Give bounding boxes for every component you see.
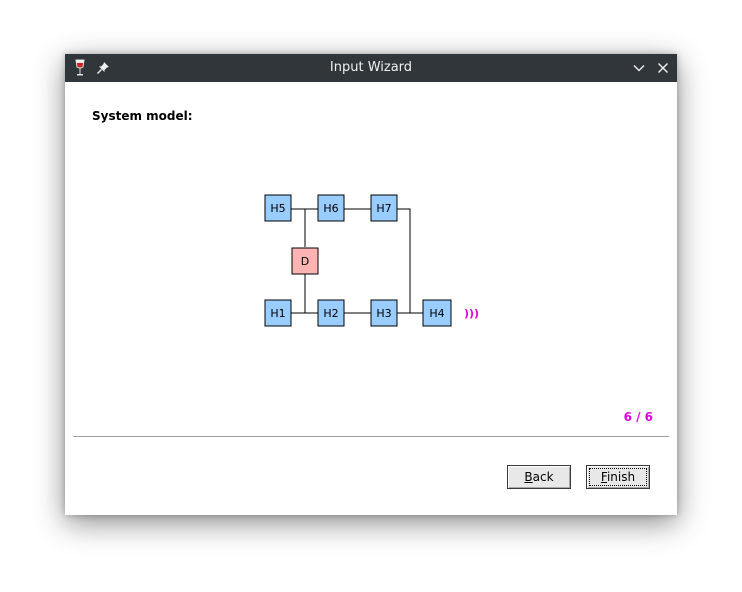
node-h2[interactable]: H2 [317,299,345,327]
wizard-content: System model: H5 H6 [65,82,677,515]
finish-button-mnemonic: F [600,470,607,484]
node-h1[interactable]: H1 [264,299,292,327]
node-h3[interactable]: H3 [370,299,398,327]
wine-glass-app-icon[interactable] [70,58,90,78]
node-h5[interactable]: H5 [264,194,292,222]
svg-text:H4: H4 [429,307,444,320]
close-icon[interactable] [653,58,673,78]
finish-button-label: inish [606,470,636,484]
svg-text:H3: H3 [376,307,391,320]
chevron-down-icon[interactable] [629,58,649,78]
title-bar[interactable]: Input Wizard [65,54,677,82]
back-button-label: ack [532,470,554,484]
separator-line [73,436,669,437]
back-button[interactable]: Back [507,465,571,489]
svg-text:H5: H5 [270,202,285,215]
finish-button[interactable]: Finish [586,465,650,489]
wireless-signal-icon: ))) [464,307,479,320]
page-indicator: 6 / 6 [623,410,653,424]
svg-text:H6: H6 [323,202,338,215]
back-button-mnemonic: B [524,470,533,484]
node-h7[interactable]: H7 [370,194,398,222]
node-h4[interactable]: H4 [422,299,452,327]
system-model-label: System model: [92,109,193,123]
node-h6[interactable]: H6 [317,194,345,222]
edge-h7-h4 [397,208,423,314]
input-wizard-window: Input Wizard System model: [65,54,677,515]
pin-icon[interactable] [93,58,113,78]
svg-text:H7: H7 [376,202,391,215]
system-model-diagram: H5 H6 H7 D H1 H2 [264,194,479,327]
svg-text:H2: H2 [323,307,338,320]
svg-text:D: D [301,255,309,268]
svg-text:H1: H1 [270,307,285,320]
window-title: Input Wizard [329,60,413,75]
node-d[interactable]: D [291,247,319,275]
